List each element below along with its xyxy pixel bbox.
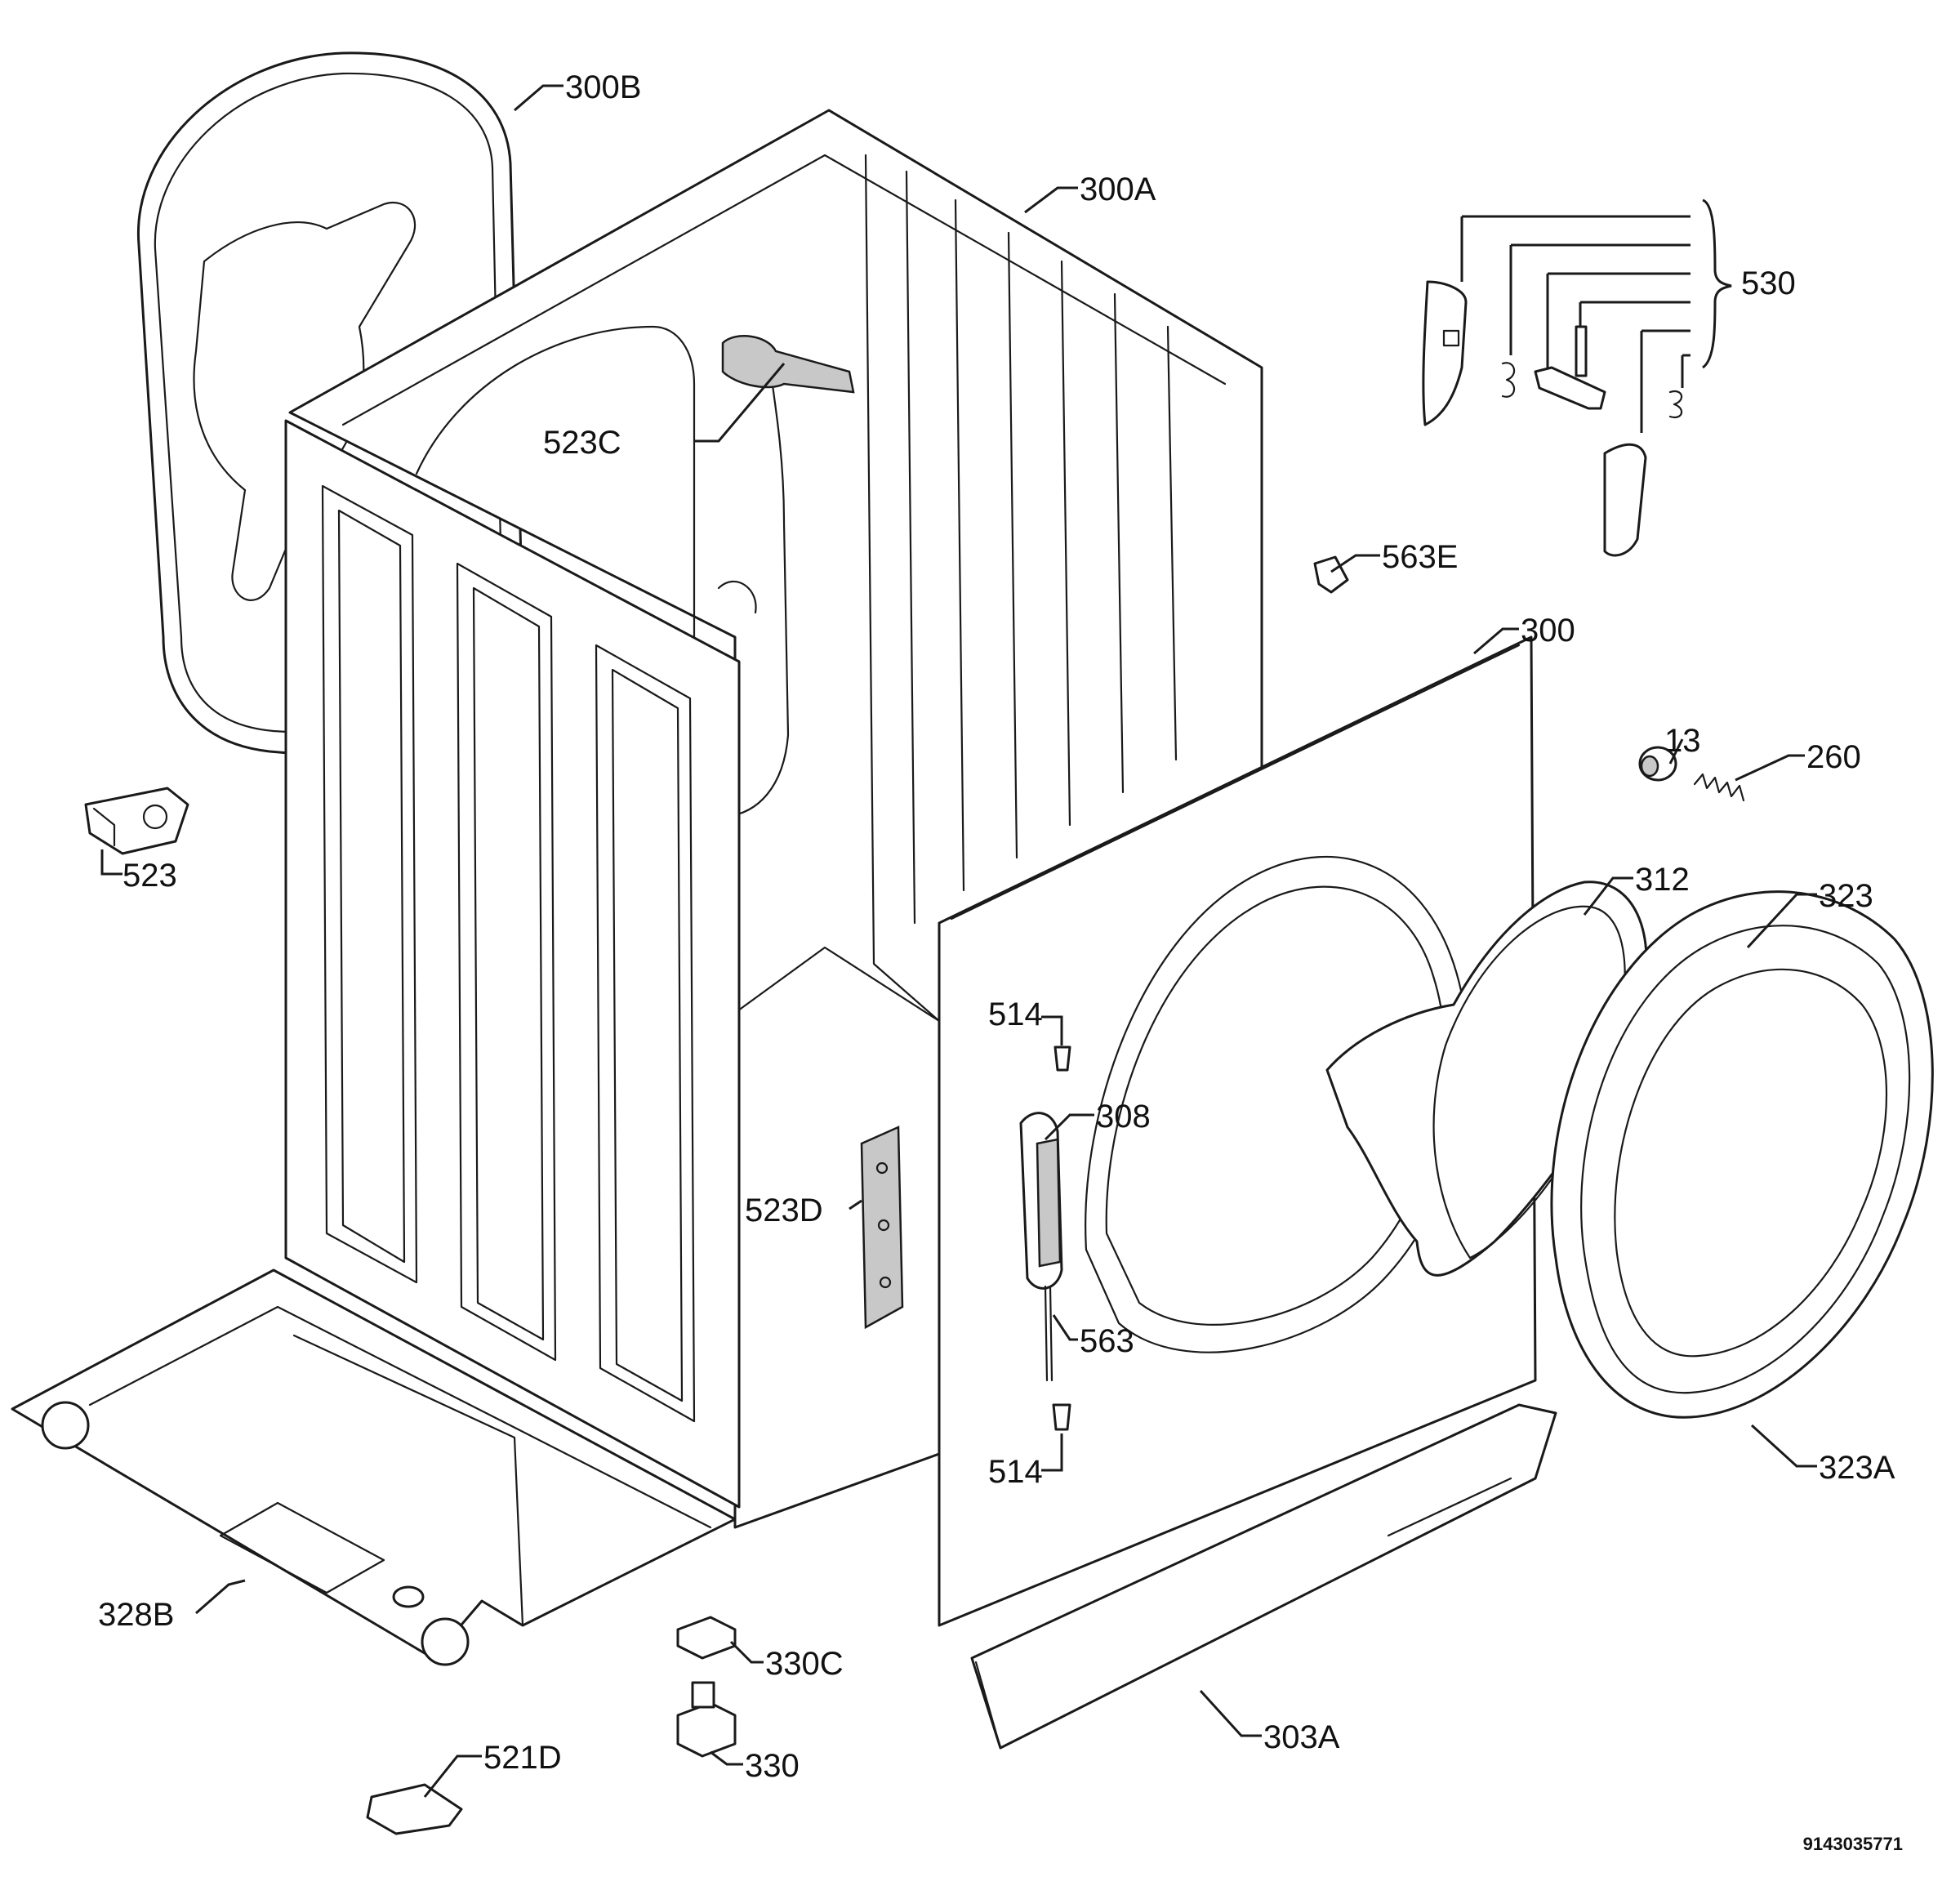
- label-514-top: 514: [988, 996, 1043, 1032]
- part-330-valve: [676, 1681, 737, 1758]
- label-330: 330: [745, 1748, 800, 1784]
- label-530: 530: [1741, 265, 1796, 301]
- label-308: 308: [1096, 1099, 1151, 1135]
- part-530-door-handle-kit: [1422, 280, 1683, 557]
- label-300A: 300A: [1080, 172, 1156, 207]
- part-523D-bracket: [860, 1126, 904, 1330]
- part-labels: 300B 300A 530 523C 563E 300 13 260 523 3…: [98, 69, 1903, 1854]
- leader-lines: [100, 84, 1817, 1798]
- label-563E: 563E: [1382, 539, 1458, 575]
- part-303A-control-strip: [970, 1403, 1557, 1750]
- label-323A: 323A: [1819, 1450, 1895, 1486]
- part-523C-clamp: [721, 335, 855, 394]
- label-300B: 300B: [565, 69, 641, 105]
- label-521D: 521D: [483, 1740, 562, 1776]
- part-260-spring: [1693, 773, 1745, 802]
- part-300-front-panel: [938, 635, 1537, 1627]
- label-303A: 303A: [1263, 1719, 1340, 1755]
- label-563: 563: [1080, 1323, 1134, 1359]
- part-523-hinge-bracket: [84, 787, 189, 855]
- label-523: 523: [122, 858, 177, 894]
- label-13: 13: [1664, 723, 1701, 759]
- part-308-door-lock: [1019, 1112, 1063, 1290]
- label-323: 323: [1819, 878, 1873, 914]
- part-13-cap: [1638, 746, 1677, 782]
- part-563E-connector: [1313, 555, 1349, 594]
- label-514-bottom: 514: [988, 1454, 1043, 1490]
- label-523D: 523D: [745, 1193, 823, 1228]
- label-312: 312: [1635, 862, 1690, 898]
- cabinet-left-side-panel: [284, 419, 741, 1509]
- label-260: 260: [1806, 739, 1861, 775]
- part-323-door-ring: [1550, 890, 1934, 1419]
- part-514-screws-and-563-rod: [1044, 1046, 1071, 1431]
- label-300: 300: [1521, 613, 1575, 649]
- part-330C-nut: [676, 1616, 737, 1660]
- part-521D-clip: [366, 1783, 463, 1835]
- part-328B-base-plate: [11, 1268, 737, 1666]
- label-328B: 328B: [98, 1597, 174, 1633]
- part-530-bracket-lines: [1460, 198, 1732, 433]
- drawing-code: 9143035771: [1803, 1834, 1903, 1854]
- label-330C: 330C: [765, 1646, 844, 1682]
- label-523C: 523C: [543, 425, 621, 461]
